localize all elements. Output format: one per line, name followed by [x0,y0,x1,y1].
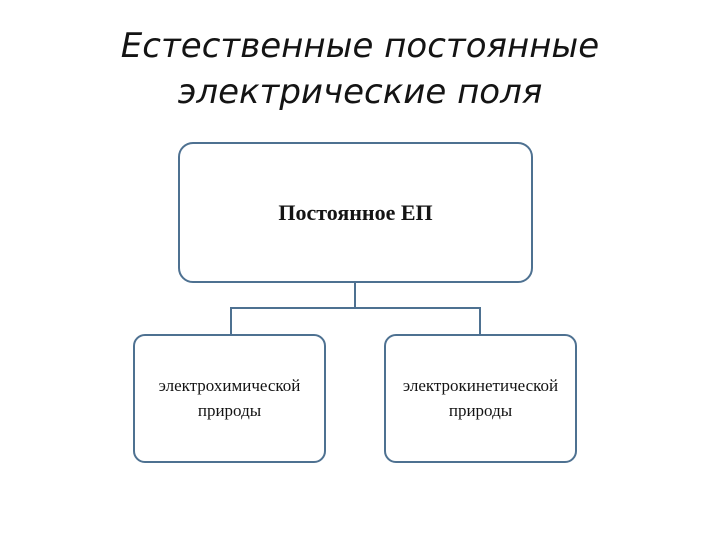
node-electrochemical: электрохимической природы [133,334,326,463]
slide-title-line-1: Естественные постоянные [120,26,600,66]
node-constant-ep: Постоянное ЕП [178,142,533,283]
node-electrokinetic: электрокинетической природы [384,334,577,463]
connector-drop-right [479,308,481,335]
slide-title: Естественные постоянные электрические по… [0,24,720,116]
slide-title-line-2: электрические поля [177,71,543,112]
connector-horizontal-bar [230,307,481,309]
connector-drop-left [230,308,232,335]
node-constant-ep-label: Постоянное ЕП [278,199,433,225]
node-electrokinetic-label: электрокинетической природы [402,375,559,420]
connector-root-stem [354,283,356,308]
node-electrochemical-label: электрохимической природы [158,375,301,420]
